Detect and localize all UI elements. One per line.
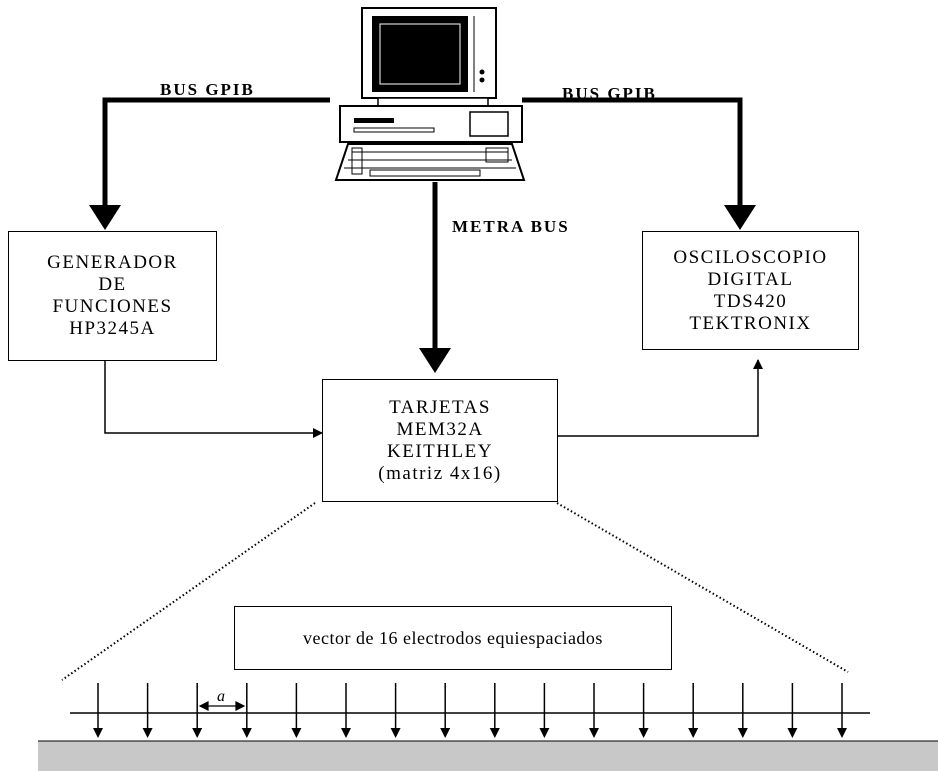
cards-line-2: MEM32A bbox=[396, 418, 484, 440]
generator-line-2: DE bbox=[98, 274, 127, 295]
cards-box: TARJETAS MEM32A KEITHLEY (matriz 4x16) bbox=[322, 379, 558, 502]
spacing-label: a bbox=[217, 688, 225, 705]
cards-line-1: TARJETAS bbox=[389, 396, 491, 418]
electrode-6 bbox=[341, 683, 351, 738]
electrode-8 bbox=[440, 683, 451, 738]
oscilloscope-line-4: TEKTRONIX bbox=[689, 312, 812, 334]
electrode-4 bbox=[241, 683, 252, 738]
spacing-indicator bbox=[198, 701, 246, 711]
electrode-9 bbox=[489, 683, 500, 738]
bus-gpib-right-line bbox=[522, 97, 743, 207]
electrode-11 bbox=[589, 683, 599, 738]
bus-gpib-right-label: BUS GPIB bbox=[562, 84, 657, 103]
projection-lines bbox=[61, 502, 849, 681]
function-generator-box: GENERADOR DE FUNCIONES HP3245A bbox=[8, 231, 217, 361]
electrode-14 bbox=[737, 683, 748, 738]
arrow-head-icon bbox=[89, 205, 121, 230]
metra-bus-label: METRA BUS bbox=[452, 217, 570, 236]
electrode-13 bbox=[688, 683, 699, 738]
electrode-16 bbox=[837, 683, 847, 738]
arrow-head-icon bbox=[419, 348, 451, 373]
electrode-vector-box: vector de 16 electrodos equiespaciados bbox=[234, 606, 672, 670]
electrode-vector-label: vector de 16 electrodos equiespaciados bbox=[303, 628, 603, 648]
arrow-head-icon bbox=[724, 205, 756, 230]
generator-line-4: HP3245A bbox=[69, 318, 156, 339]
cards-line-4: (matriz 4x16) bbox=[378, 462, 502, 484]
ground-surface bbox=[38, 741, 938, 771]
cards-line-3: KEITHLEY bbox=[387, 440, 493, 462]
computer-icon bbox=[334, 7, 526, 181]
electrode-1 bbox=[93, 683, 103, 738]
signal-connections bbox=[104, 359, 763, 438]
electrode-3 bbox=[192, 683, 203, 738]
generator-line-1: GENERADOR bbox=[47, 252, 178, 273]
electrode-7 bbox=[390, 683, 401, 738]
bus-gpib-left-label: BUS GPIB bbox=[160, 80, 255, 99]
electrode-2 bbox=[142, 683, 153, 738]
oscilloscope-box: OSCILOSCOPIO DIGITAL TDS420 TEKTRONIX bbox=[642, 231, 859, 350]
electrode-10 bbox=[539, 683, 550, 738]
electrode-5 bbox=[291, 683, 302, 738]
electrode-12 bbox=[638, 683, 649, 738]
oscilloscope-line-1: OSCILOSCOPIO bbox=[673, 246, 828, 268]
bus-connections bbox=[102, 97, 743, 350]
generator-line-3: FUNCIONES bbox=[52, 296, 173, 317]
oscilloscope-line-3: TDS420 bbox=[713, 290, 788, 312]
bus-gpib-left-line bbox=[102, 97, 330, 207]
oscilloscope-line-2: DIGITAL bbox=[707, 268, 794, 290]
electrode-array bbox=[93, 683, 847, 738]
electrode-15 bbox=[787, 683, 798, 738]
